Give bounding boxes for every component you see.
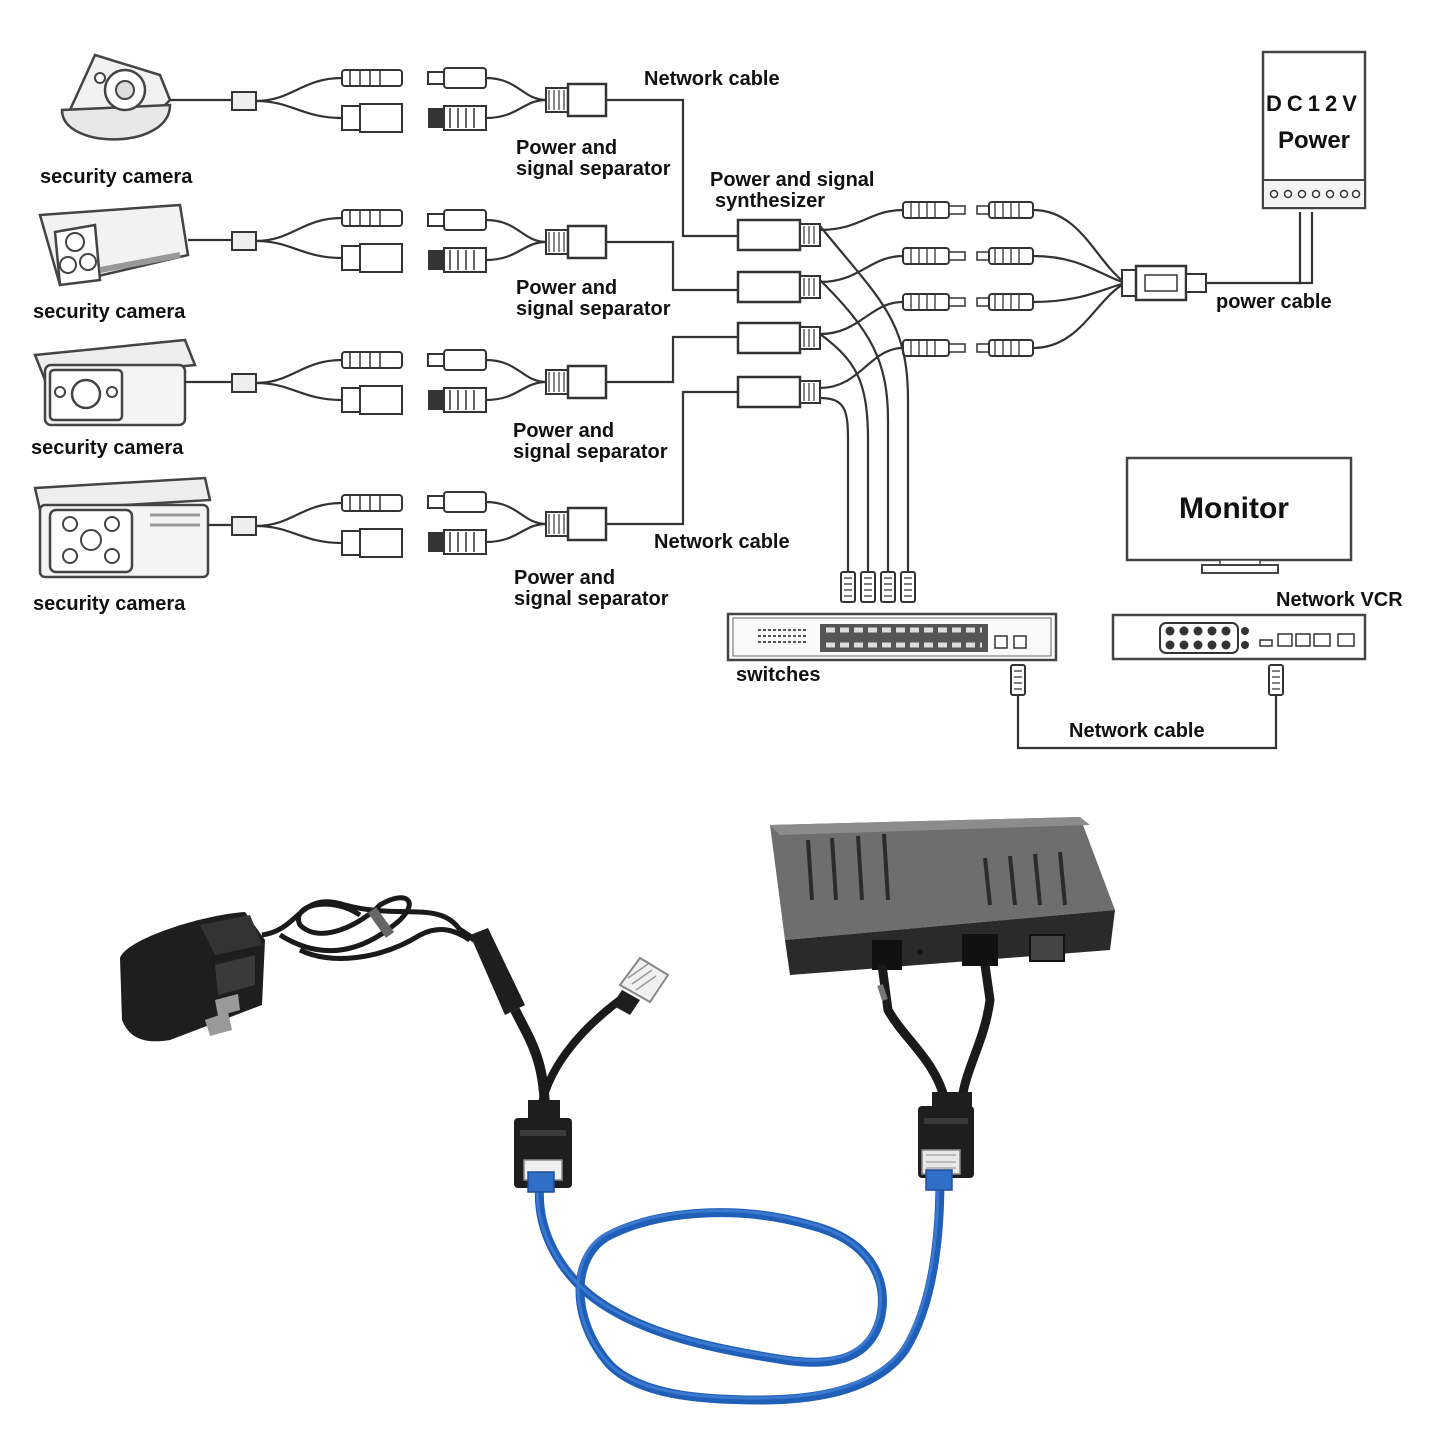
bullet-camera-icon — [38, 203, 232, 287]
monitor-title: Monitor — [1179, 492, 1289, 525]
network-cable-label: Network cable — [654, 531, 790, 553]
separator-label: Power and — [516, 277, 617, 299]
synthesizer-label: synthesizer — [715, 190, 825, 212]
poe-injector-icon — [918, 1092, 974, 1178]
poe-splitter-icon — [426, 348, 608, 414]
camera-label: security camera — [40, 166, 193, 188]
poe-synthesizer-icon — [736, 270, 822, 304]
camera-splitter-icon — [230, 208, 404, 274]
network-cable-label: Network cable — [1069, 720, 1205, 742]
dc-cable-icon — [877, 964, 995, 1102]
monitor-icon — [1125, 456, 1353, 574]
poe-synthesizer-icon — [736, 321, 822, 355]
power-cable-label: power cable — [1216, 291, 1332, 313]
ethernet-cable-icon — [527, 1169, 953, 1405]
separator-label: Power and — [513, 420, 614, 442]
poe-splitter-icon — [426, 208, 608, 274]
power-supply-icon — [1261, 50, 1367, 210]
camera-splitter-icon — [230, 350, 404, 416]
nvr-icon — [1111, 613, 1367, 661]
network-cable-label: Network cable — [644, 68, 780, 90]
network-switch-icon — [726, 612, 1058, 662]
power-supply-title: Power — [1278, 127, 1350, 154]
switches-label: switches — [736, 664, 820, 686]
separator-label: signal separator — [513, 441, 668, 463]
camera-label: security camera — [31, 437, 184, 459]
poe-synthesizer-icon — [736, 218, 822, 252]
camera-label: security camera — [33, 593, 186, 615]
separator-label: signal separator — [516, 158, 671, 180]
separator-label: Power and — [514, 567, 615, 589]
separator-label: signal separator — [514, 588, 669, 610]
bullet-camera-icon — [33, 476, 232, 579]
rj45-plug-icon — [618, 956, 670, 1004]
network-device-icon — [770, 817, 1115, 975]
synthesizer-label: Power and signal — [710, 169, 874, 191]
poe-splitter-icon — [426, 490, 608, 556]
poe-splitter-icon — [470, 928, 670, 1188]
camera-splitter-icon — [230, 493, 404, 559]
separator-label: signal separator — [516, 298, 671, 320]
camera-label: security camera — [33, 301, 186, 323]
network-vcr-label: Network VCR — [1276, 589, 1403, 611]
dc-cable-icon — [261, 895, 477, 961]
poe-splitter-icon — [426, 66, 608, 132]
power-supply-rating: DC12V — [1266, 91, 1362, 116]
box-camera-icon — [33, 338, 232, 427]
dc-hub-connector-icon — [1121, 264, 1207, 302]
camera-splitter-icon — [230, 68, 404, 134]
poe-synthesizer-icon — [736, 375, 822, 409]
separator-label: Power and — [516, 137, 617, 159]
dome-camera-icon — [60, 53, 232, 141]
power-adapter-icon — [120, 912, 265, 1042]
